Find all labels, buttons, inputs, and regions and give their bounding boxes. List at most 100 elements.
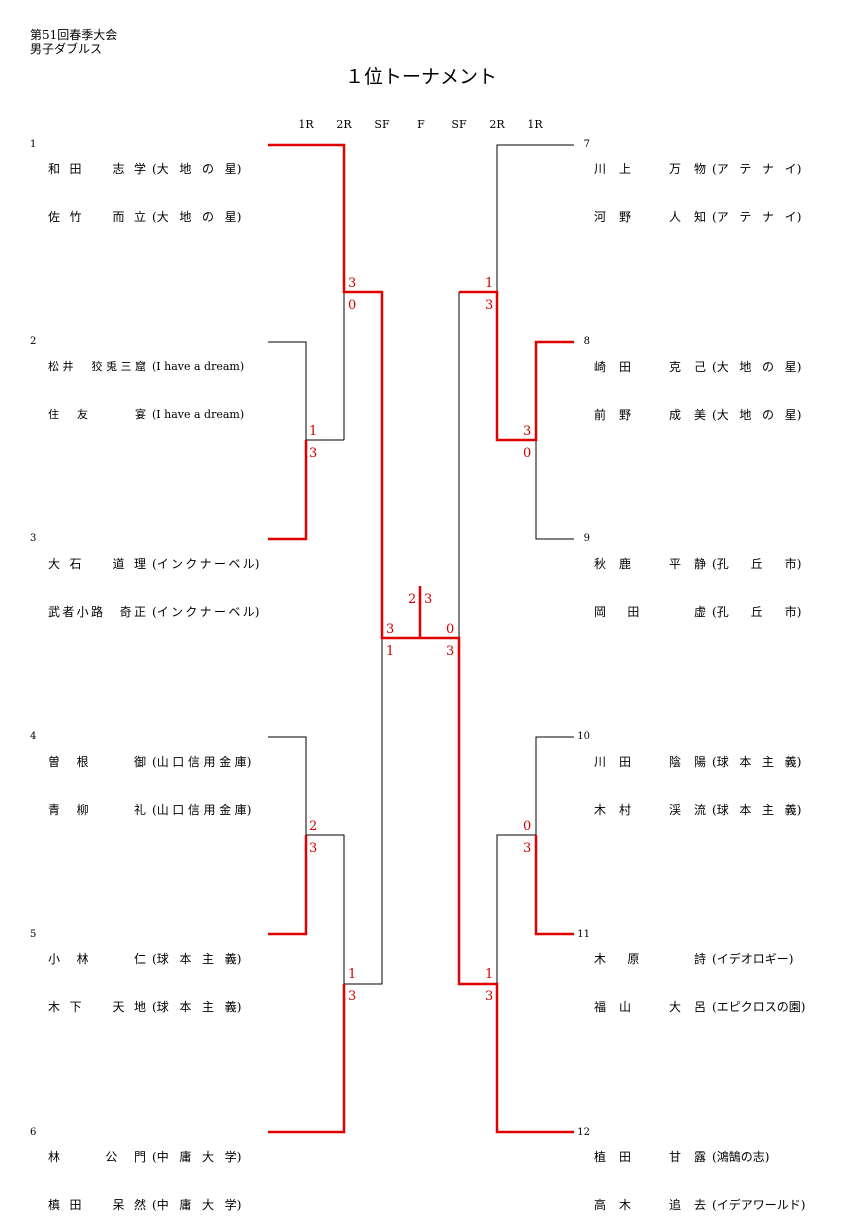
player-team: エピクロスの園 — [716, 1000, 801, 1014]
score: 1 — [309, 424, 318, 439]
player-team: 大地の星 — [716, 408, 797, 422]
event-name: 第51回春季大会 — [30, 28, 118, 42]
score: 1 — [485, 276, 494, 291]
player-team: 球本主義 — [156, 952, 237, 966]
player-team: I have a dream — [156, 360, 240, 373]
player-name: 岡田 虚 — [594, 605, 706, 619]
entry-seed-3: 大石 道理(インクナーベル) 武者小路 奇正(インクナーベル) — [48, 557, 260, 619]
line-right-seed7 — [496, 144, 574, 292]
entry-seed-8: 崎田 克己(大地の星) 前野 成美(大地の星) — [594, 360, 802, 422]
score: 3 — [348, 276, 357, 291]
player-name: 木下 天地 — [48, 1000, 146, 1014]
winner-path-seed6 — [268, 984, 346, 1134]
seed-number: 3 — [30, 533, 37, 544]
score: 3 — [485, 989, 494, 1004]
line-left-seed4 — [268, 736, 307, 835]
score: 0 — [523, 446, 532, 461]
score: 1 — [348, 967, 357, 982]
seed-number: 10 — [577, 731, 590, 742]
player-name: 植田 甘露 — [594, 1150, 706, 1164]
seed-number: 11 — [577, 929, 590, 940]
score: 0 — [523, 819, 532, 834]
player-name: 大石 道理 — [48, 557, 146, 571]
entry-seed-6: 林 公門(中庸大学) 槙田 呆然(中庸大学) — [48, 1150, 242, 1212]
player-name: 高木 追去 — [594, 1198, 706, 1212]
bracket-winner-lines — [268, 143, 574, 1134]
score: 3 — [523, 424, 532, 439]
player-team: インクナーベル — [156, 605, 255, 619]
player-team: イデアワールド — [716, 1198, 801, 1212]
bracket-base-lines — [268, 144, 574, 985]
score: 3 — [446, 644, 455, 659]
player-team: 球本主義 — [716, 755, 797, 769]
entry-seed-9: 秋鹿 平静(孔丘市) 岡田 虚(孔丘市) — [594, 557, 802, 619]
player-team: アテナイ — [716, 162, 797, 176]
winner-path-seed1 — [268, 143, 420, 640]
line-left-sf-bot — [344, 638, 383, 985]
player-team: 大地の星 — [156, 210, 237, 224]
player-team: 孔丘市 — [716, 557, 797, 571]
player-team: アテナイ — [716, 210, 797, 224]
player-name: 松井 狡兎三窟 — [48, 360, 146, 373]
entry-seed-5: 小林 仁(球本主義) 木下 天地(球本主義) — [48, 952, 242, 1014]
entry-seed-11: 木原 詩(イデオロギー) 福山 大呂(エピクロスの園) — [594, 952, 806, 1014]
seed-number: 7 — [583, 139, 590, 150]
seed-number: 6 — [30, 1127, 37, 1138]
player-team: 球本主義 — [156, 1000, 237, 1014]
score-final: 3 — [424, 592, 433, 607]
player-name: 青柳 礼 — [48, 803, 146, 817]
player-team: 鴻鵠の志 — [716, 1150, 765, 1164]
seed-number: 9 — [583, 533, 590, 544]
winner-path-seed11 — [534, 835, 574, 936]
score: 3 — [348, 989, 357, 1004]
line-left-seed2 — [268, 341, 344, 441]
player-name: 和田 志学 — [48, 162, 146, 176]
seed-number: 1 — [30, 139, 37, 150]
score: 0 — [348, 298, 357, 313]
winner-path-seed8 — [459, 290, 574, 442]
player-name: 木原 詩 — [594, 952, 706, 966]
round-label-sf-right: SF — [451, 118, 467, 131]
score: 1 — [386, 644, 395, 659]
score: 3 — [386, 622, 395, 637]
player-team: I have a dream — [156, 408, 240, 421]
player-name: 川上 万物 — [594, 162, 706, 176]
entry-seed-10: 川田 陰陽(球本主義) 木村 渓流(球本主義) — [594, 755, 802, 817]
seed-number: 2 — [30, 336, 37, 347]
score: 3 — [485, 298, 494, 313]
score: 1 — [485, 967, 494, 982]
player-team: インクナーベル — [156, 557, 255, 571]
entry-seed-7: 川上 万物(アテナイ) 河野 人知(アテナイ) — [594, 162, 802, 224]
round-label-1r-left: 1R — [298, 118, 314, 131]
entry-seed-2: 松井 狡兎三窟(I have a dream) 住友 宴(I have a dr… — [48, 360, 245, 421]
line-right-seed9 — [535, 440, 574, 540]
seed-number: 4 — [30, 731, 37, 742]
entry-seed-1: 和田 志学(大地の星) 佐竹 而立(大地の星) — [48, 162, 242, 224]
score: 3 — [523, 841, 532, 856]
player-name: 前野 成美 — [594, 408, 706, 422]
score: 3 — [309, 841, 318, 856]
score-final: 2 — [408, 592, 417, 607]
winner-path-seed3 — [268, 440, 308, 541]
round-label-2r-left: 2R — [336, 118, 352, 131]
player-name: 福山 大呂 — [594, 1000, 706, 1014]
player-team: 孔丘市 — [716, 605, 797, 619]
event-category: 男子ダブルス — [30, 42, 103, 56]
seed-number: 8 — [583, 336, 590, 347]
round-label-1r-right: 1R — [527, 118, 543, 131]
bracket-lines — [268, 143, 574, 1134]
player-team: 大地の星 — [716, 360, 797, 374]
page-title: １位トーナメント — [344, 66, 497, 88]
player-name: 武者小路 奇正 — [48, 605, 146, 619]
line-left-2r-bot — [306, 834, 345, 984]
round-label-2r-right: 2R — [489, 118, 505, 131]
score: 0 — [446, 622, 455, 637]
player-name: 佐竹 而立 — [48, 210, 146, 224]
seed-number: 5 — [30, 929, 37, 940]
winner-path-seed5 — [268, 835, 308, 936]
player-name: 小林 仁 — [48, 952, 146, 966]
round-label-sf-left: SF — [374, 118, 390, 131]
player-name: 林 公門 — [48, 1150, 146, 1164]
player-name: 住友 宴 — [48, 408, 146, 421]
player-name: 木村 渓流 — [594, 803, 706, 817]
